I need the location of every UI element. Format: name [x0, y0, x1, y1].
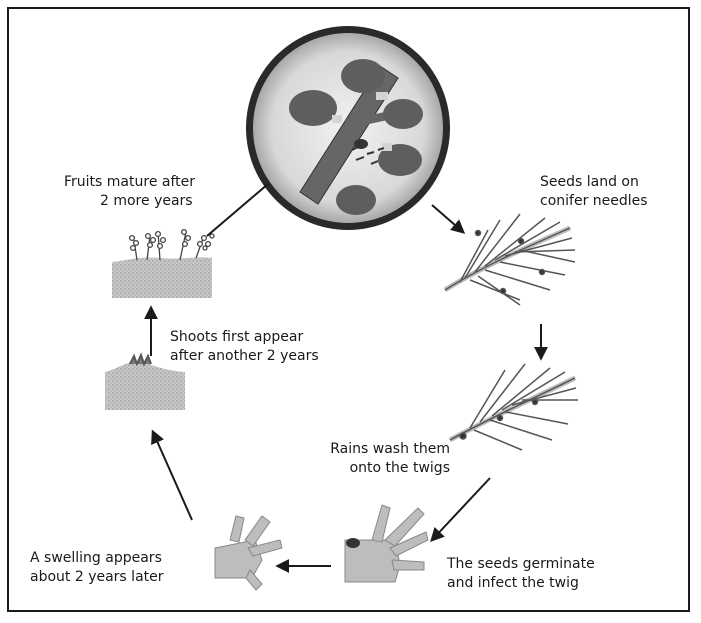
label-rains-line2: onto the twigs: [300, 459, 450, 478]
label-germinate-line2: and infect the twig: [447, 574, 595, 593]
label-fruits-line1: Fruits mature after: [64, 173, 195, 192]
label-seeds-line1: Seeds land on: [540, 173, 648, 192]
bark-mature-fruits: [112, 230, 214, 298]
label-swelling-line2: about 2 years later: [30, 568, 164, 587]
label-seeds-line2: conifer needles: [540, 192, 648, 211]
label-seeds-germinate: The seeds germinate and infect the twig: [447, 555, 595, 593]
label-germinate-line1: The seeds germinate: [447, 555, 595, 574]
label-shoots-line2: after another 2 years: [170, 347, 319, 366]
conifer-branch-needles: [445, 214, 575, 305]
arrow-twigs-to-germinate: [432, 478, 490, 540]
germinating-twig: [345, 505, 428, 582]
label-rains-wash: Rains wash them onto the twigs: [300, 440, 450, 478]
arrow-swelling-to-shoots: [153, 432, 192, 520]
label-seeds-land: Seeds land on conifer needles: [540, 173, 648, 211]
arrow-lens-to-needles: [432, 205, 463, 232]
conifer-branch-twigs: [450, 364, 578, 450]
label-rains-line1: Rains wash them: [300, 440, 450, 459]
label-shoots-appear: Shoots first appear after another 2 year…: [170, 328, 319, 366]
magnified-lens: [246, 26, 450, 230]
connector-line-fruits-to-lens: [207, 184, 268, 236]
label-swelling-appears: A swelling appears about 2 years later: [30, 549, 164, 587]
swelling-twig: [215, 516, 282, 590]
label-fruits-mature: Fruits mature after 2 more years: [64, 173, 195, 211]
label-swelling-line1: A swelling appears: [30, 549, 164, 568]
label-fruits-line2: 2 more years: [64, 192, 195, 211]
label-shoots-line1: Shoots first appear: [170, 328, 319, 347]
